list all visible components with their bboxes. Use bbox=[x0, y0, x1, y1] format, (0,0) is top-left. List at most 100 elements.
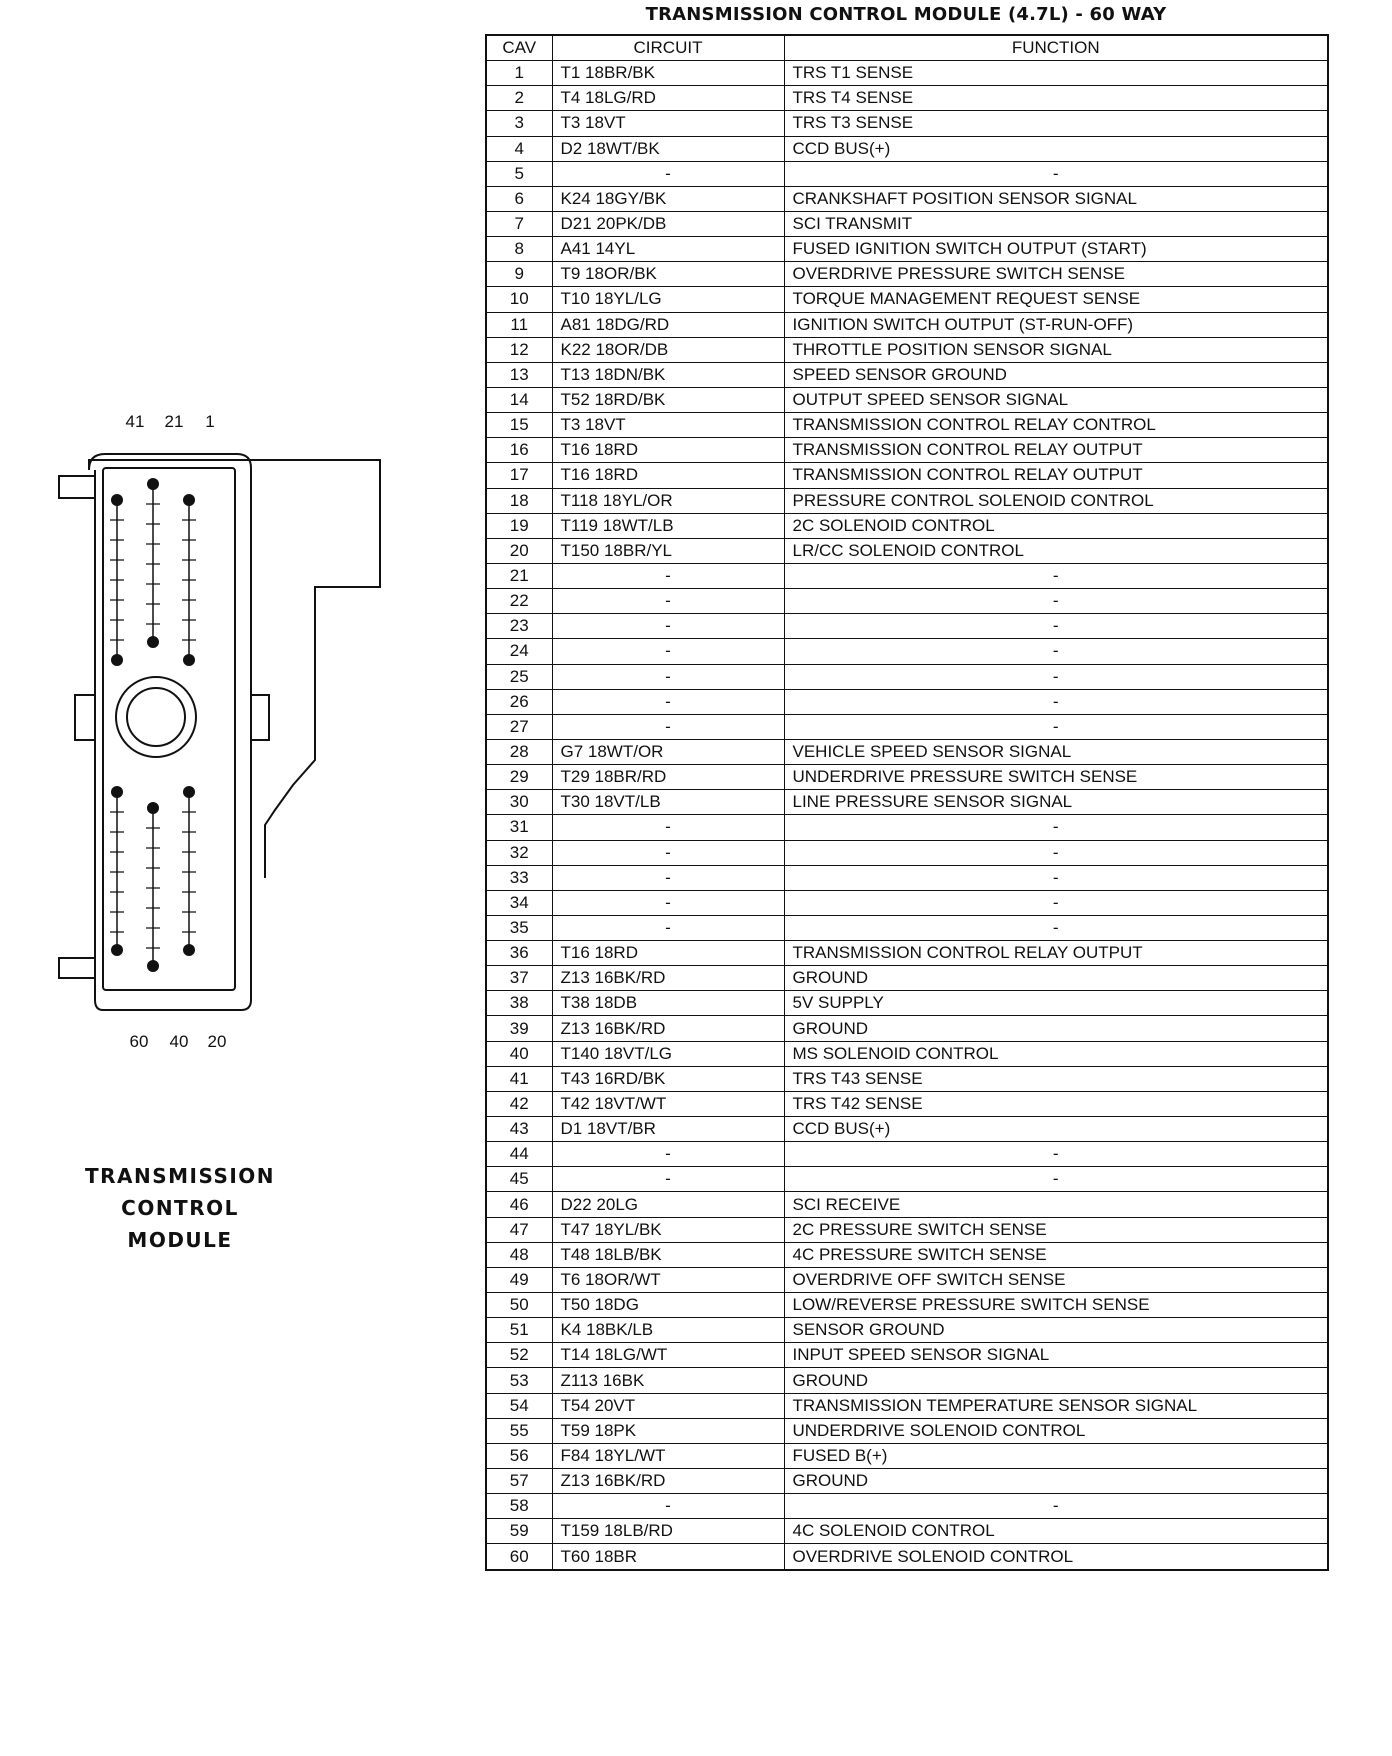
circuit-cell: K24 18GY/BK bbox=[551, 185, 785, 212]
pin-label-40: 40 bbox=[169, 1032, 189, 1051]
table-row: 58-- bbox=[485, 1493, 1329, 1520]
circuit-cell: Z13 16BK/RD bbox=[551, 965, 785, 992]
function-cell: IGNITION SWITCH OUTPUT (ST-RUN-OFF) bbox=[783, 311, 1329, 338]
pin-label-41: 41 bbox=[125, 412, 145, 431]
circuit-cell: - bbox=[551, 1141, 785, 1168]
function-cell: GROUND bbox=[783, 1367, 1329, 1394]
cav-cell: 40 bbox=[485, 1040, 553, 1067]
circuit-cell: T3 18VT bbox=[551, 412, 785, 439]
circuit-cell: T6 18OR/WT bbox=[551, 1266, 785, 1294]
cav-cell: 57 bbox=[485, 1468, 553, 1495]
function-cell: TRANSMISSION CONTROL RELAY OUTPUT bbox=[783, 462, 1329, 489]
cav-cell: 14 bbox=[485, 386, 553, 414]
center-boss-inner bbox=[126, 687, 186, 747]
function-cell: THROTTLE POSITION SENSOR SIGNAL bbox=[783, 336, 1329, 363]
circuit-cell: T38 18DB bbox=[551, 990, 785, 1017]
function-cell: INPUT SPEED SENSOR SIGNAL bbox=[783, 1342, 1329, 1369]
function-cell: LOW/REVERSE PRESSURE SWITCH SENSE bbox=[783, 1292, 1329, 1319]
circuit-cell: T159 18LB/RD bbox=[551, 1518, 785, 1545]
function-cell: OUTPUT SPEED SENSOR SIGNAL bbox=[783, 386, 1329, 414]
function-cell: GROUND bbox=[783, 965, 1329, 992]
function-cell: LR/CC SOLENOID CONTROL bbox=[783, 537, 1329, 564]
function-cell: CRANKSHAFT POSITION SENSOR SIGNAL bbox=[783, 185, 1329, 212]
circuit-cell: T29 18BR/RD bbox=[551, 764, 785, 791]
cav-cell: 32 bbox=[485, 839, 553, 866]
circuit-cell: - bbox=[551, 663, 785, 690]
circuit-cell: - bbox=[551, 814, 785, 841]
cav-cell: 58 bbox=[485, 1493, 553, 1520]
cav-cell: 11 bbox=[485, 311, 553, 338]
connector-bracket bbox=[88, 459, 381, 878]
circuit-cell: - bbox=[551, 613, 785, 640]
circuit-cell: T14 18LG/WT bbox=[551, 1342, 785, 1369]
function-cell: TORQUE MANAGEMENT REQUEST SENSE bbox=[783, 286, 1329, 313]
function-cell: - bbox=[783, 638, 1329, 665]
circuit-cell: A41 14YL bbox=[551, 236, 785, 263]
table-row: 31-- bbox=[485, 814, 1329, 841]
table-row: 5-- bbox=[485, 160, 1329, 187]
circuit-cell: T30 18VT/LB bbox=[551, 789, 785, 816]
function-cell: - bbox=[783, 562, 1329, 590]
function-cell: TRANSMISSION CONTROL RELAY CONTROL bbox=[783, 412, 1329, 439]
circuit-cell: D21 20PK/DB bbox=[551, 210, 785, 238]
side-tab-left bbox=[74, 694, 96, 741]
function-cell: - bbox=[783, 914, 1329, 942]
function-cell: TRS T43 SENSE bbox=[783, 1065, 1329, 1092]
circuit-cell: T42 18VT/WT bbox=[551, 1090, 785, 1118]
function-cell: - bbox=[783, 713, 1329, 740]
function-cell: - bbox=[783, 864, 1329, 891]
cav-cell: 20 bbox=[485, 537, 553, 564]
circuit-cell: T9 18OR/BK bbox=[551, 261, 785, 288]
cav-cell: 13 bbox=[485, 361, 553, 388]
cav-cell: 3 bbox=[485, 110, 553, 137]
circuit-cell: T54 20VT bbox=[551, 1392, 785, 1419]
function-cell: - bbox=[783, 613, 1329, 640]
function-cell: PRESSURE CONTROL SOLENOID CONTROL bbox=[783, 487, 1329, 514]
cav-cell: 12 bbox=[485, 336, 553, 363]
latch-tab-bottom bbox=[58, 957, 96, 979]
cav-cell: 36 bbox=[485, 940, 553, 967]
circuit-cell: - bbox=[551, 1166, 785, 1193]
circuit-cell: T140 18VT/LG bbox=[551, 1040, 785, 1067]
cav-cell: 48 bbox=[485, 1241, 553, 1268]
circuit-cell: A81 18DG/RD bbox=[551, 311, 785, 338]
cav-cell: 45 bbox=[485, 1166, 553, 1193]
table-row: 24-- bbox=[485, 638, 1329, 665]
function-cell: UNDERDRIVE SOLENOID CONTROL bbox=[783, 1417, 1329, 1444]
cav-cell: 29 bbox=[485, 764, 553, 791]
cav-cell: 51 bbox=[485, 1317, 553, 1344]
connector-diagram: 41 21 1 bbox=[55, 412, 395, 1260]
function-cell: - bbox=[783, 663, 1329, 690]
function-cell: TRS T4 SENSE bbox=[783, 85, 1329, 112]
table-row: 23-- bbox=[485, 613, 1329, 640]
cav-cell: 60 bbox=[485, 1543, 553, 1571]
cav-cell: 44 bbox=[485, 1141, 553, 1168]
table-row: 27-- bbox=[485, 713, 1329, 740]
cav-cell: 24 bbox=[485, 638, 553, 665]
circuit-cell: D2 18WT/BK bbox=[551, 135, 785, 162]
pin-label-1: 1 bbox=[205, 412, 215, 431]
function-cell: UNDERDRIVE PRESSURE SWITCH SENSE bbox=[783, 764, 1329, 791]
cav-cell: 1 bbox=[485, 60, 553, 87]
cav-cell: 39 bbox=[485, 1015, 553, 1042]
circuit-cell: T13 18DN/BK bbox=[551, 361, 785, 388]
